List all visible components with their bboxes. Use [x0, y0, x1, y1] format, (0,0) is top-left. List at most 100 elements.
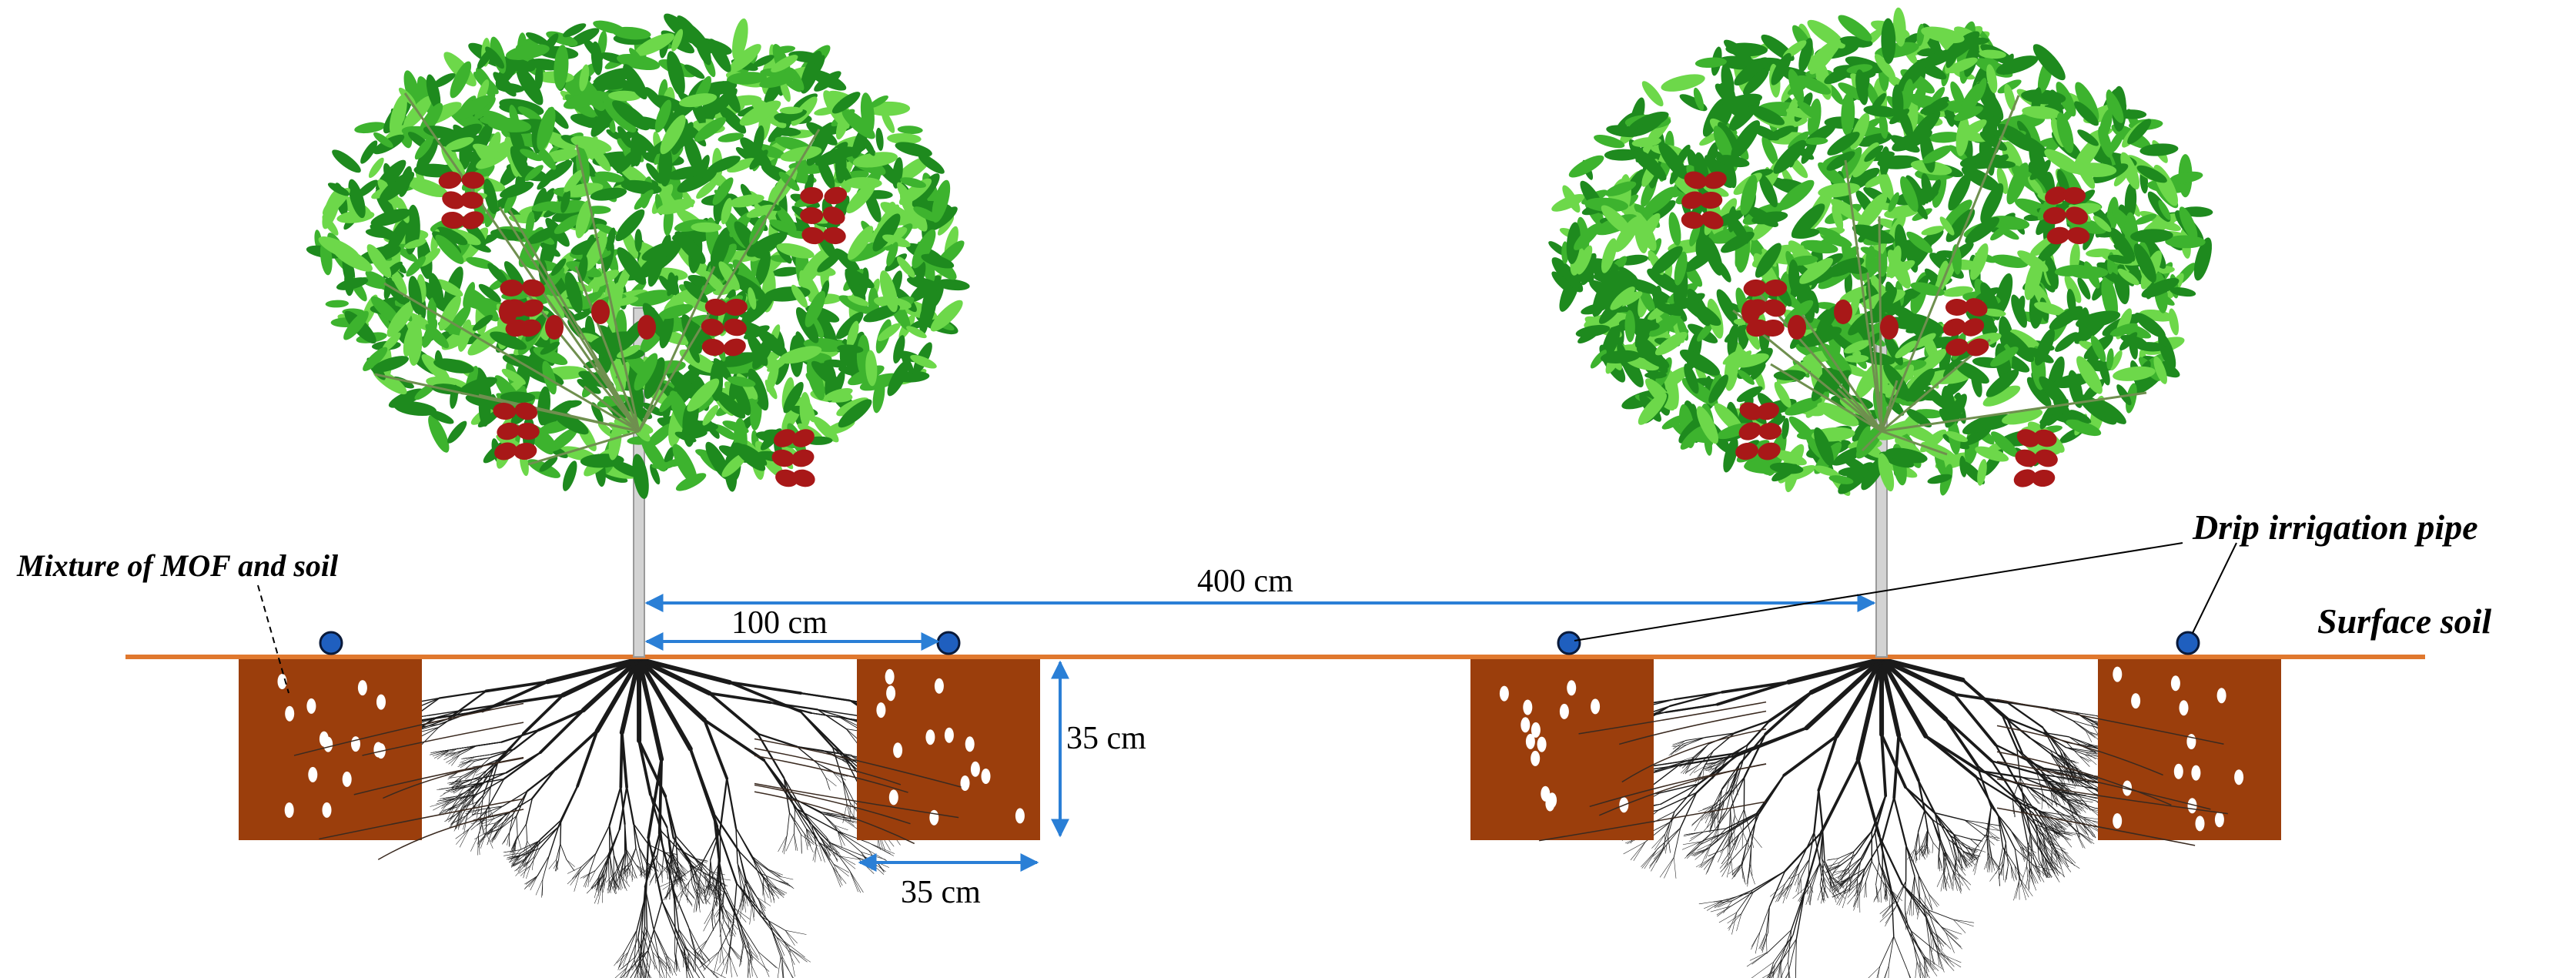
root — [786, 812, 790, 836]
root — [1794, 873, 1800, 886]
leaf — [427, 297, 437, 327]
leaf — [563, 90, 605, 109]
leaf — [333, 246, 373, 272]
root — [1704, 819, 1715, 832]
leaf — [758, 329, 788, 358]
root — [597, 876, 600, 892]
root — [1735, 783, 1738, 795]
root — [673, 891, 680, 930]
root — [1825, 885, 1836, 898]
root — [768, 869, 781, 876]
root — [2028, 786, 2069, 795]
root — [1940, 873, 1945, 892]
root — [795, 809, 807, 829]
leaf — [646, 162, 663, 184]
mof-particle — [885, 668, 895, 685]
root — [1819, 884, 1823, 900]
root — [1943, 873, 1945, 889]
root — [608, 785, 622, 827]
root — [445, 788, 460, 792]
root — [634, 929, 637, 961]
branch — [637, 129, 821, 432]
root — [1974, 856, 1979, 876]
root — [499, 813, 514, 826]
leaf — [755, 250, 771, 286]
root — [466, 792, 473, 802]
root — [1730, 856, 1733, 876]
root — [711, 877, 723, 893]
mof-particle — [351, 736, 360, 752]
root — [448, 788, 472, 802]
root — [1736, 889, 1754, 913]
root — [545, 657, 641, 685]
root — [1715, 755, 1730, 763]
root — [1686, 841, 1701, 856]
leaf — [667, 275, 679, 296]
root — [1847, 889, 1859, 905]
root — [2059, 750, 2066, 771]
root — [1718, 790, 1730, 807]
root — [1714, 788, 1723, 812]
root — [560, 843, 567, 860]
root — [1830, 884, 1845, 899]
root — [1682, 756, 1694, 768]
root — [1654, 833, 1666, 850]
root — [1700, 847, 1709, 867]
root — [1725, 780, 1730, 794]
leaf — [835, 148, 847, 184]
root — [737, 862, 741, 888]
root — [840, 752, 853, 755]
root — [2076, 768, 2086, 783]
root — [684, 946, 687, 978]
root — [1880, 733, 1888, 798]
root — [575, 866, 582, 878]
root — [1961, 854, 1970, 868]
root — [509, 855, 522, 863]
leaf — [383, 277, 393, 300]
root — [1668, 811, 1675, 837]
root — [710, 828, 721, 861]
root — [1761, 932, 1768, 951]
root — [645, 968, 646, 978]
root — [834, 825, 843, 840]
root — [822, 842, 828, 856]
root — [718, 918, 722, 946]
root — [1965, 847, 1973, 859]
root — [1729, 889, 1754, 900]
root — [1997, 815, 2016, 849]
root — [1952, 862, 1956, 879]
root — [438, 690, 487, 699]
leaf — [895, 142, 932, 157]
root — [1924, 735, 1982, 772]
leaf — [501, 368, 526, 385]
root — [695, 858, 712, 878]
root — [768, 920, 790, 950]
leaf — [368, 157, 384, 179]
root — [2067, 802, 2074, 817]
root — [1842, 889, 1848, 909]
root — [716, 953, 729, 972]
root — [1932, 819, 1944, 852]
root — [1991, 856, 1995, 871]
root — [1799, 831, 1815, 863]
root — [711, 915, 714, 931]
root — [518, 866, 531, 874]
root — [513, 841, 516, 856]
root — [520, 840, 540, 854]
root — [607, 879, 610, 894]
root — [1856, 758, 1881, 838]
root — [453, 782, 464, 789]
root — [1945, 932, 1955, 953]
root — [1955, 857, 1965, 871]
root — [1998, 863, 2005, 879]
root — [661, 900, 681, 949]
root — [843, 817, 855, 826]
root — [748, 954, 751, 978]
root — [465, 756, 476, 764]
root — [2073, 799, 2086, 813]
leaf — [379, 171, 415, 203]
root — [1704, 765, 1716, 769]
root — [789, 812, 805, 835]
root — [1952, 692, 1997, 746]
root — [1725, 791, 1731, 811]
